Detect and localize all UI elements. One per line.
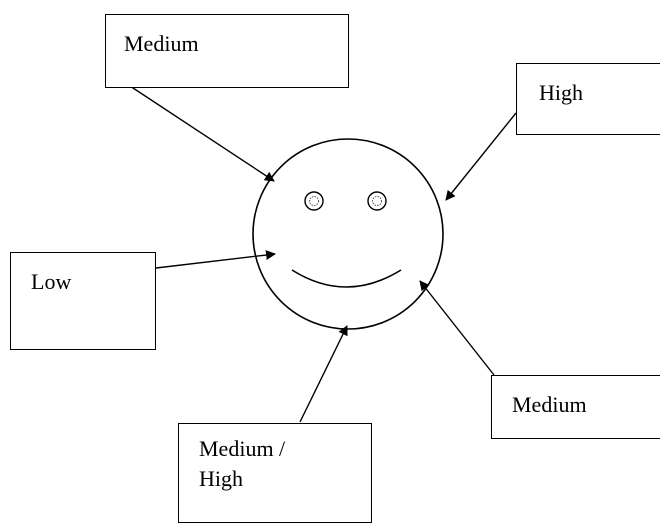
arrow-top-right (445, 112, 517, 201)
arrow-top-left (129, 85, 275, 182)
arrow-bottom-right (419, 280, 495, 376)
label-text-line-2: High (199, 466, 243, 491)
label-box-left: Low (10, 252, 156, 350)
label-text: High (539, 80, 583, 105)
right-eye (367, 191, 387, 211)
label-box-top-right: High (516, 63, 660, 135)
left-eye (304, 191, 324, 211)
arrow-bottom (299, 325, 348, 423)
arrow-left (155, 250, 276, 269)
label-text: Low (31, 269, 72, 294)
label-box-bottom-right: Medium (491, 375, 660, 439)
smile-mouth (291, 269, 402, 288)
label-text: Medium (124, 31, 199, 56)
label-text: Medium (512, 392, 587, 417)
face-outline (252, 138, 444, 330)
label-box-bottom: Medium / High (178, 423, 372, 523)
label-box-top-left: Medium (105, 14, 349, 88)
smiley-face (252, 138, 444, 330)
label-text-line-1: Medium / (199, 436, 286, 461)
